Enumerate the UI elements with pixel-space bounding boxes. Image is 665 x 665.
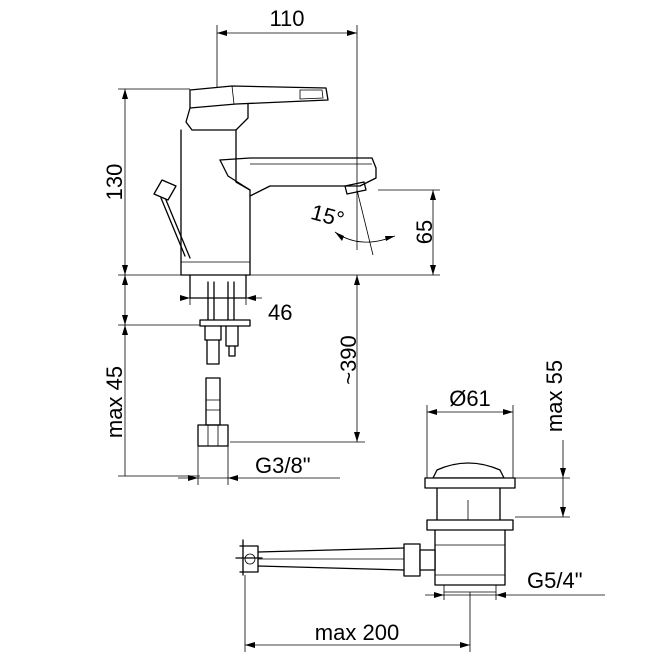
base-diameter-label: 46 [268, 300, 292, 325]
hose-length-label: ~390 [336, 335, 361, 385]
faucet-body [153, 85, 377, 299]
hose-thread-label: G3/8" [255, 453, 311, 478]
dim-hose-length [230, 275, 365, 443]
dim-drain-thread [425, 592, 605, 600]
drain-height-label: max 55 [542, 360, 567, 432]
height-total-label: 130 [102, 164, 127, 201]
rod-length-label: max 200 [315, 620, 399, 645]
dim-width-top [216, 25, 358, 250]
dim-base-diameter [180, 295, 262, 305]
drain-diameter-label: Ø61 [449, 386, 491, 411]
drain-thread-label: G5/4" [527, 568, 583, 593]
spout-height-label: 65 [412, 220, 437, 244]
angle-label: 15° [308, 199, 347, 232]
dim-max-thickness [118, 275, 200, 477]
dim-angle [334, 189, 396, 256]
drain-assembly [235, 462, 516, 593]
max-thickness-label: max 45 [102, 366, 127, 438]
supply-connectors [197, 281, 251, 447]
dim-drain-height [515, 440, 570, 518]
width-top-label: 110 [269, 6, 304, 31]
dim-hose-thread [178, 446, 340, 485]
dim-drain-diameter [426, 405, 514, 478]
dim-spout-height [378, 189, 440, 275]
dim-height-total [118, 88, 440, 276]
dim-rod-length [244, 575, 471, 652]
